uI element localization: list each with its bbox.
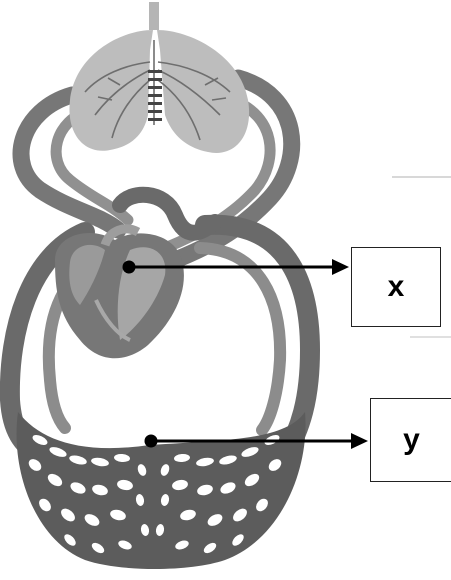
heart xyxy=(55,229,184,358)
systemic-artery-right xyxy=(205,225,310,455)
trachea xyxy=(149,2,159,30)
pointer-y-arrowhead xyxy=(351,433,368,449)
capillary-bed-body xyxy=(17,412,306,569)
label-x-text: x xyxy=(388,270,405,304)
lungs xyxy=(69,2,249,153)
capillary-bed xyxy=(17,412,306,569)
label-box-y: y xyxy=(370,398,451,482)
faint-line-mid xyxy=(410,336,451,338)
left-lung xyxy=(69,30,153,151)
capillary-center-line xyxy=(150,440,154,565)
trachea-rings xyxy=(148,70,162,121)
pointer-x-arrowhead xyxy=(332,259,349,275)
systemic-artery-right-inner xyxy=(200,248,280,430)
faint-line-top xyxy=(392,176,451,178)
label-y-text: y xyxy=(403,423,420,457)
label-box-x: x xyxy=(351,247,441,327)
